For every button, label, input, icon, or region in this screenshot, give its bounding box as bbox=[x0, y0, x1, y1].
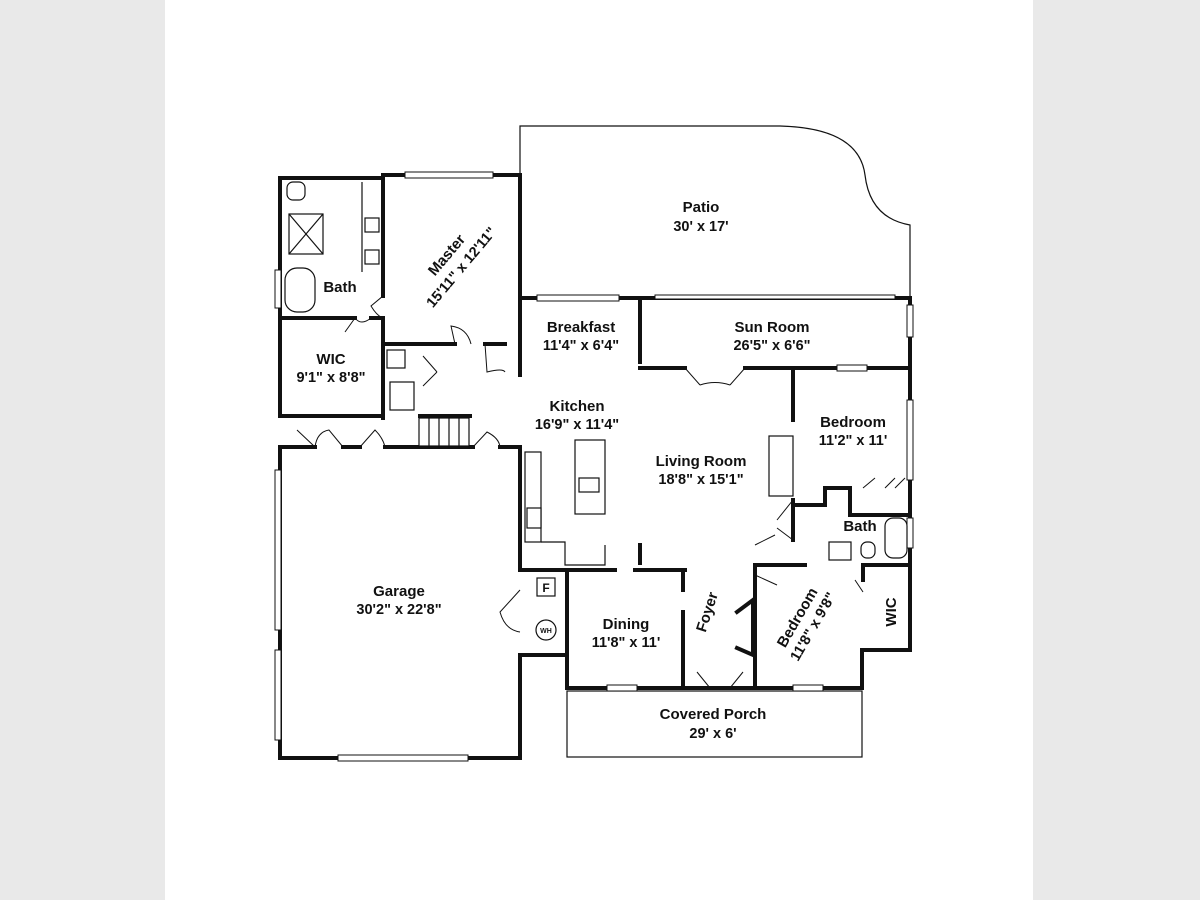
kitchen-name: Kitchen bbox=[549, 398, 604, 415]
washer-dryer-icon bbox=[389, 381, 415, 411]
sun-room-dims: 26'5" x 6'6" bbox=[733, 338, 810, 354]
floor-plan: F WH Patio 30' x 17' Master 15'11" x 12'… bbox=[274, 125, 914, 762]
water-heater-icon bbox=[535, 619, 557, 641]
covered-porch-dims: 29' x 6' bbox=[689, 726, 736, 742]
water-heater-label: WH bbox=[540, 628, 552, 635]
patio-dims: 30' x 17' bbox=[673, 219, 728, 235]
doors bbox=[296, 295, 906, 689]
bedroom-2-label: Bedroom 11'8" x 9'8" bbox=[774, 585, 840, 664]
patio-name: Patio bbox=[683, 199, 720, 216]
furnace-icon bbox=[536, 577, 556, 597]
garage-dims: 30'2" x 22'8" bbox=[356, 602, 441, 618]
patio-outline bbox=[519, 125, 911, 298]
stove-icon bbox=[526, 507, 542, 529]
covered-porch-name: Covered Porch bbox=[660, 706, 767, 723]
sink-icon bbox=[578, 477, 600, 493]
garage-name: Garage bbox=[373, 583, 425, 600]
wic-2-name: WIC bbox=[883, 597, 900, 626]
bathtub-icon bbox=[884, 517, 908, 559]
breakfast-name: Breakfast bbox=[547, 319, 615, 336]
furnace-label: F bbox=[542, 581, 549, 595]
sink-icon bbox=[364, 249, 380, 265]
bathtub-icon bbox=[284, 267, 316, 313]
bath-2-name: Bath bbox=[843, 518, 876, 535]
bedroom-1-name: Bedroom bbox=[820, 414, 886, 431]
wic-2-label: WIC bbox=[883, 597, 900, 626]
windows bbox=[274, 171, 914, 762]
kitchen-island-icon bbox=[574, 439, 606, 515]
bedroom-1-dims: 11'2" x 11' bbox=[819, 433, 888, 449]
kitchen-dims: 16'9" x 11'4" bbox=[535, 417, 619, 433]
toilet-icon bbox=[286, 181, 306, 201]
master-wic-dims: 9'1" x 8'8" bbox=[296, 370, 365, 386]
master-wic-name: WIC bbox=[316, 351, 345, 368]
fireplace-icon bbox=[768, 435, 794, 497]
foyer-label: Foyer bbox=[693, 590, 722, 634]
living-room-dims: 18'8" x 15'1" bbox=[658, 472, 743, 488]
foyer-name: Foyer bbox=[693, 590, 722, 634]
breakfast-dims: 11'4" x 6'4" bbox=[543, 338, 619, 354]
master-bath-name: Bath bbox=[323, 279, 356, 296]
sun-room-name: Sun Room bbox=[735, 319, 810, 336]
dining-dims: 11'8" x 11' bbox=[592, 635, 661, 651]
toilet-icon bbox=[860, 541, 876, 559]
covered-porch-outline bbox=[566, 690, 863, 758]
dining-name: Dining bbox=[603, 616, 650, 633]
sink-icon bbox=[386, 349, 406, 369]
floor-plan-sheet: F WH Patio 30' x 17' Master 15'11" x 12'… bbox=[165, 0, 1033, 900]
fixtures bbox=[284, 181, 908, 641]
sink-icon bbox=[828, 541, 852, 561]
stairs-icon bbox=[418, 417, 470, 447]
interior-walls bbox=[278, 176, 912, 690]
living-room-name: Living Room bbox=[656, 453, 747, 470]
master-label: Master 15'11" x 12'11" bbox=[424, 224, 500, 311]
sink-icon bbox=[364, 217, 380, 233]
